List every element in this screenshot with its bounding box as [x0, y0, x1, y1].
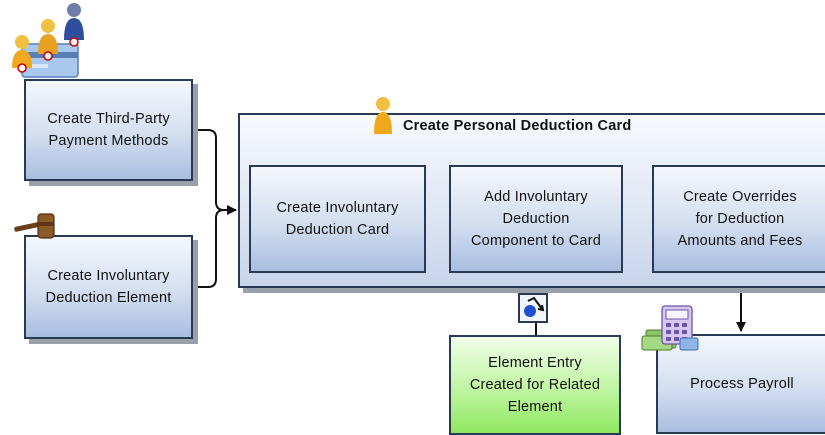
connector-third-party [193, 129, 237, 215]
node-label: Create Involuntary Deduction Card [276, 200, 399, 238]
people-with-credit-card-icon [12, 3, 84, 78]
node-create-involuntary-deduction-card: Create Involuntary Deduction Card [249, 165, 426, 273]
node-label: Process Payroll [690, 376, 794, 392]
node-label: Add Involuntary Deduction Component to C… [471, 189, 601, 249]
node-add-involuntary-deduction-component: Add Involuntary Deduction Component to C… [449, 165, 623, 273]
node-element-entry-created: Element Entry Created for Related Elemen… [449, 335, 621, 435]
node-create-involuntary-deduction-element: Create Involuntary Deduction Element [24, 235, 193, 339]
node-label: Create Involuntary Deduction Element [45, 268, 172, 306]
automatic-process-glyph [524, 296, 545, 317]
node-label: Element Entry Created for Related Elemen… [469, 355, 601, 415]
node-create-overrides: Create Overrides for Deduction Amounts a… [652, 165, 825, 273]
gavel-icon [14, 213, 55, 239]
container-title: Create Personal Deduction Card [403, 118, 632, 134]
payroll-calculator-icon [641, 305, 699, 351]
node-create-third-party-payment-methods: Create Third-Party Payment Methods [24, 79, 193, 181]
node-label: Create Third-Party Payment Methods [47, 111, 170, 149]
person-icon [374, 97, 392, 134]
automatic-process-icon [518, 293, 548, 323]
node-label: Create Overrides for Deduction Amounts a… [677, 189, 803, 249]
connector-invol-element [193, 209, 225, 288]
